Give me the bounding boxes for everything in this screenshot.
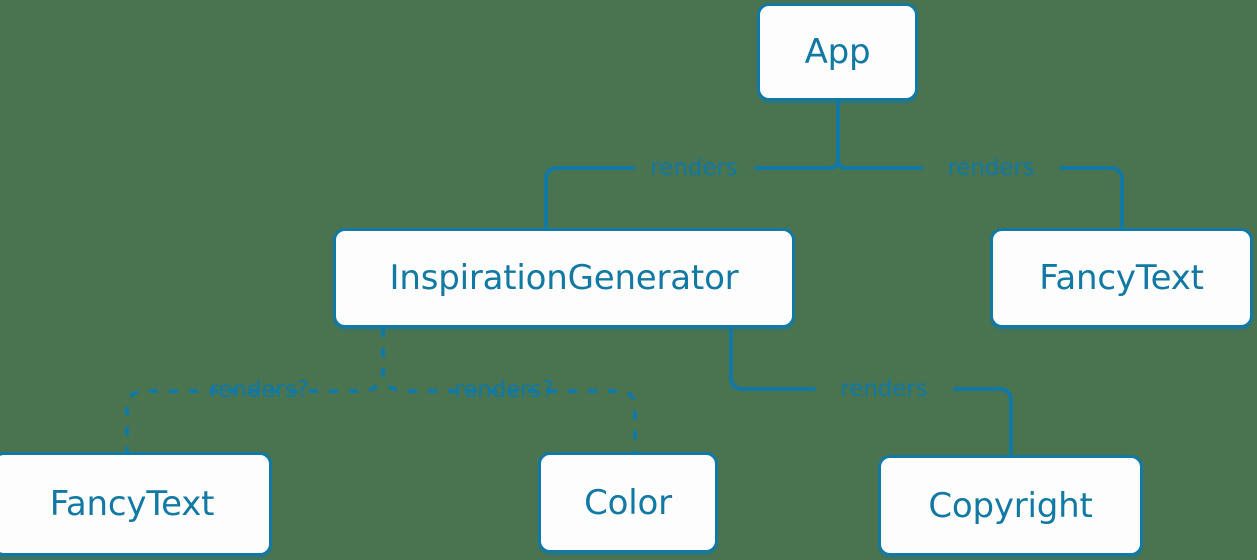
node-copyright-label: Copyright — [928, 485, 1093, 526]
edge-app-to-inspiration-right-rail — [544, 166, 635, 230]
node-fancytext-right[interactable]: FancyText — [990, 228, 1253, 328]
edge-label-inspiration-color: renders? — [454, 377, 554, 403]
node-fancytext-left[interactable]: FancyText — [0, 452, 272, 556]
node-color[interactable]: Color — [538, 452, 718, 553]
edge-inspiration-to-copyright-left — [729, 326, 816, 391]
node-color-label: Color — [584, 482, 672, 523]
node-app-label: App — [804, 32, 871, 72]
edge-label-inspiration-copyright: renders — [840, 376, 928, 402]
edge-app-to-fancytext-left-rail — [836, 158, 923, 170]
edge-label-app-fancytext: renders — [947, 155, 1035, 181]
edge-app-to-fancytext-right-rail — [1059, 166, 1124, 230]
edge-app-to-inspiration-left-rail — [754, 158, 840, 170]
node-app[interactable]: App — [757, 3, 918, 101]
edge-inspiration-to-copyright-right — [953, 387, 1013, 457]
node-fancytext-left-label: FancyText — [49, 484, 215, 524]
edge-label-inspiration-fancytext: renders? — [209, 377, 309, 403]
node-copyright[interactable]: Copyright — [878, 455, 1143, 556]
node-fancytext-right-label: FancyText — [1039, 258, 1204, 298]
edge-label-app-inspiration: renders — [650, 155, 738, 181]
node-inspiration-generator-label: InspirationGenerator — [389, 258, 739, 298]
node-inspiration-generator[interactable]: InspirationGenerator — [333, 228, 795, 328]
